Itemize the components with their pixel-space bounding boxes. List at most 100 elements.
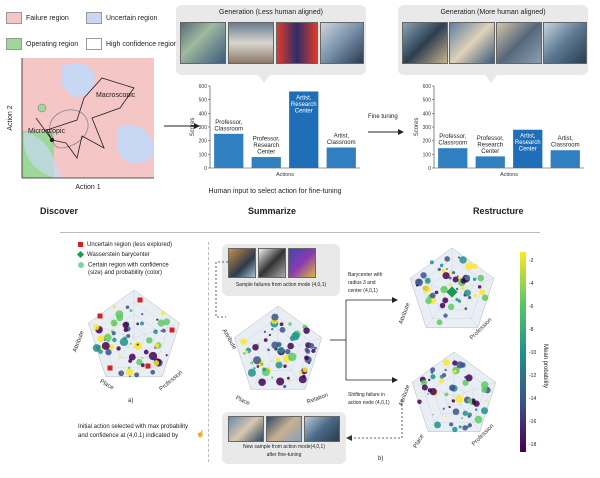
failure-swatch [6, 12, 22, 24]
radar-dot [456, 275, 459, 278]
gen-less-pointer [258, 75, 270, 83]
radar-dot [452, 408, 460, 416]
radar-dot [161, 328, 166, 333]
gen-more-image-3 [496, 22, 542, 64]
legend-failure-label: Failure region [26, 14, 69, 22]
radar-dot [465, 374, 473, 382]
legend-certain-label-1: Certain region with confidence [88, 262, 169, 269]
barycenter-text-2: radius 3 and [348, 280, 376, 286]
green-diamond-icon [76, 250, 85, 259]
radar-dot [258, 378, 266, 386]
dashed-link-failures [215, 261, 228, 318]
radar-dot [474, 415, 483, 424]
radar-dot [471, 263, 478, 269]
bar-label: Professor, [215, 120, 242, 126]
radar-ring [255, 328, 301, 371]
radar-dot [462, 425, 468, 431]
radar-dot [452, 271, 456, 275]
microscopic-label: Microscopic [28, 128, 65, 135]
uncertain-blob-left [23, 132, 63, 178]
radar-dot [429, 292, 436, 299]
uncertain-marker [169, 327, 175, 333]
radar-dot [112, 305, 117, 309]
radar-dot [427, 393, 429, 395]
y-tick-label: 0 [428, 166, 431, 172]
arrow-fine-tuning [368, 129, 404, 135]
y-axis-label: Scores [414, 118, 420, 137]
radar-dot [461, 417, 464, 420]
new-sample-caption-2: after fine-tuning [266, 452, 302, 458]
radar-dot [136, 322, 140, 326]
radar-dot [436, 319, 443, 326]
colorbar-title: Mean probability [542, 344, 548, 389]
radar-dot [250, 361, 254, 365]
radar-dot [153, 329, 158, 335]
radar-dot [247, 368, 256, 377]
colorbar-tick-label: -12 [529, 373, 537, 379]
radar-dot [452, 276, 459, 283]
bar-label: Professor, [439, 134, 466, 140]
radar-dot [474, 408, 478, 411]
radar-axis-label: Attribute [72, 330, 86, 354]
radar-dot [123, 327, 128, 333]
radar-dot [252, 344, 259, 351]
radar-dot [420, 379, 428, 387]
failure-image-1 [228, 248, 256, 278]
bar-label: Center [481, 149, 499, 155]
radar-dot [430, 367, 436, 373]
scores-chart-before: 0100200300400500600ScoresActionsProfesso… [190, 84, 360, 178]
radar-dot [122, 321, 129, 329]
radar-dot [440, 285, 448, 294]
bar [550, 150, 580, 168]
radar-dot [105, 349, 112, 356]
radar-dot [118, 370, 125, 377]
radar-dot [129, 308, 133, 313]
stage-restructure: Restructure [473, 206, 524, 216]
radar-dot [427, 378, 431, 382]
radar-dot [271, 376, 274, 379]
radar-dot [111, 331, 116, 336]
radar-dot [125, 368, 134, 376]
bar-label: Research [253, 143, 279, 149]
radar-dot [458, 256, 460, 259]
radar-dot [262, 367, 267, 372]
radar-dot [463, 289, 471, 297]
radar-dot [148, 351, 158, 361]
radar-dot [243, 352, 246, 355]
radar-dot [448, 405, 451, 409]
legend-wasserstein-label: Wasserstein barycenter [87, 252, 150, 259]
bar-label: Classroom [438, 141, 467, 147]
new-sample-image-2 [266, 416, 302, 442]
radar-dot [445, 415, 448, 418]
radar-dot [260, 362, 264, 366]
path-segment [35, 117, 53, 141]
radar-dot [452, 360, 458, 366]
barycenter-text-1: Barycenter with [348, 272, 383, 278]
radar-dot [444, 256, 450, 262]
cursor-hand-icon: ☝ [196, 431, 205, 438]
radar-dot [93, 324, 100, 331]
radar-dot [464, 274, 471, 281]
human-input-caption: Human input to select action for fine-tu… [208, 188, 342, 195]
radar-axis-label: Relation [306, 392, 329, 405]
radar-dot [127, 366, 131, 369]
uncertain-marker [137, 297, 143, 303]
radar-dot [473, 400, 480, 407]
radar-dot [136, 358, 143, 366]
bar-label: Center [257, 150, 275, 156]
uncertain-blob-right [117, 124, 154, 164]
operating-swatch [6, 38, 22, 50]
radar-dot [449, 384, 456, 391]
radar-dot [441, 372, 447, 378]
radar-spoke [453, 382, 496, 397]
radar-dot [464, 307, 468, 311]
radar-dot [112, 337, 117, 343]
colorbar-tick-label: -2 [529, 258, 534, 264]
legend-certain-label-2: (size) and probability (color) [88, 270, 163, 276]
radar-dot [240, 338, 247, 345]
radar-dot [129, 375, 131, 378]
bottom-vertical-divider [208, 242, 209, 462]
radar-dot [150, 369, 156, 375]
bar-label: Artist, [334, 134, 350, 140]
failure-image-3 [288, 248, 316, 278]
